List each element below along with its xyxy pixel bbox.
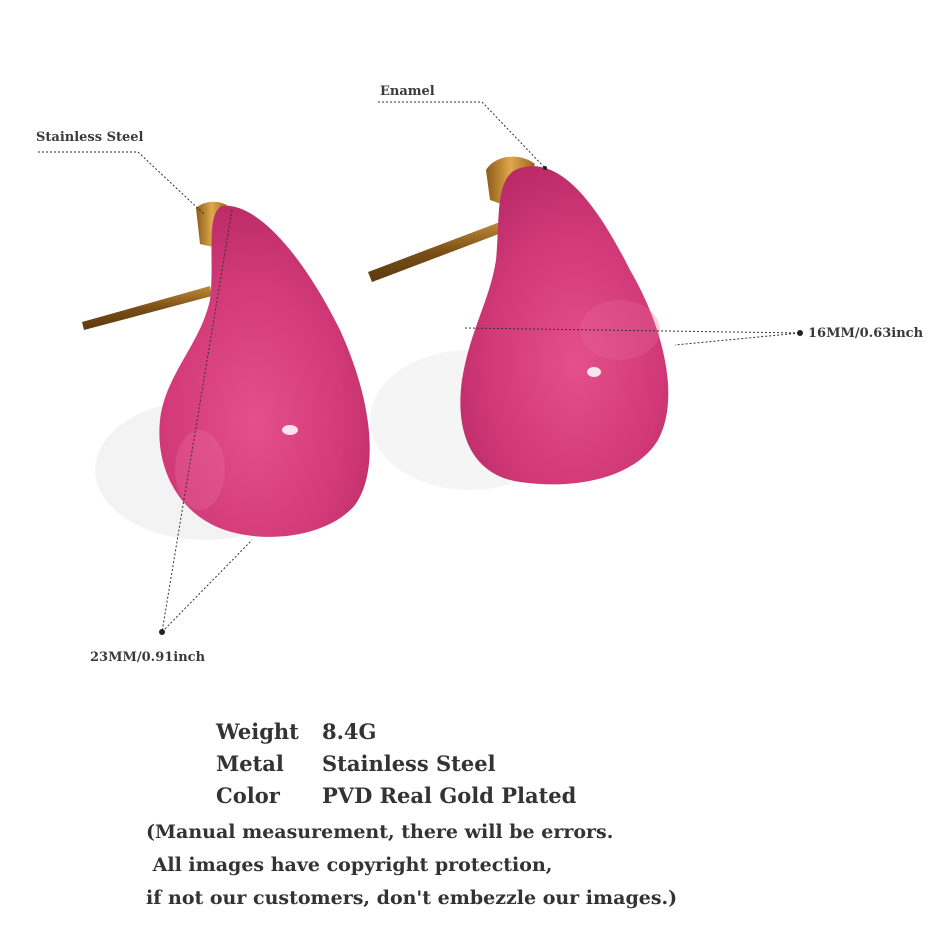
spec-value: PVD Real Gold Plated — [322, 783, 577, 808]
spec-key: Weight — [216, 719, 299, 744]
leader-stainless-steel — [38, 151, 206, 216]
enamel-marker-dot — [543, 166, 547, 170]
left-earring-post — [82, 286, 212, 330]
left-earring-highlight — [282, 425, 298, 435]
disclaimer-notes: (Manual measurement, there will be error… — [146, 816, 677, 915]
left-earring-highlight-2 — [175, 430, 225, 510]
dimension-lines — [38, 101, 801, 634]
width-marker-dot — [797, 330, 803, 336]
callout-width: 16MM/0.63inch — [808, 326, 924, 341]
left-earring-enamel-body — [159, 205, 370, 537]
spec-row-metal: Metal Stainless Steel — [216, 748, 576, 780]
note-line: (Manual measurement, there will be error… — [146, 821, 614, 843]
spec-table: Weight 8.4G Metal Stainless Steel Color … — [216, 716, 576, 812]
note-line: if not our customers, don't embezzle our… — [146, 887, 678, 909]
right-earring-highlight — [587, 367, 601, 377]
spec-value: 8.4G — [322, 719, 377, 744]
left-earring — [82, 201, 370, 537]
leader-height — [161, 209, 253, 634]
right-earring-enamel-body — [460, 166, 669, 485]
note-line: All images have copyright protection, — [146, 854, 553, 876]
spec-row-color: Color PVD Real Gold Plated — [216, 780, 576, 812]
callout-stainless-steel: Stainless Steel — [36, 130, 144, 145]
callout-height: 23MM/0.91inch — [90, 650, 206, 665]
leader-enamel — [378, 101, 546, 169]
callout-enamel: Enamel — [380, 84, 435, 99]
spec-key: Color — [216, 783, 280, 808]
right-earring — [368, 156, 669, 485]
right-earring-post — [368, 222, 504, 282]
height-marker-dot — [159, 629, 165, 635]
right-earring-reflection — [580, 300, 660, 360]
spec-value: Stainless Steel — [322, 751, 496, 776]
spec-row-weight: Weight 8.4G — [216, 716, 576, 748]
spec-key: Metal — [216, 751, 284, 776]
